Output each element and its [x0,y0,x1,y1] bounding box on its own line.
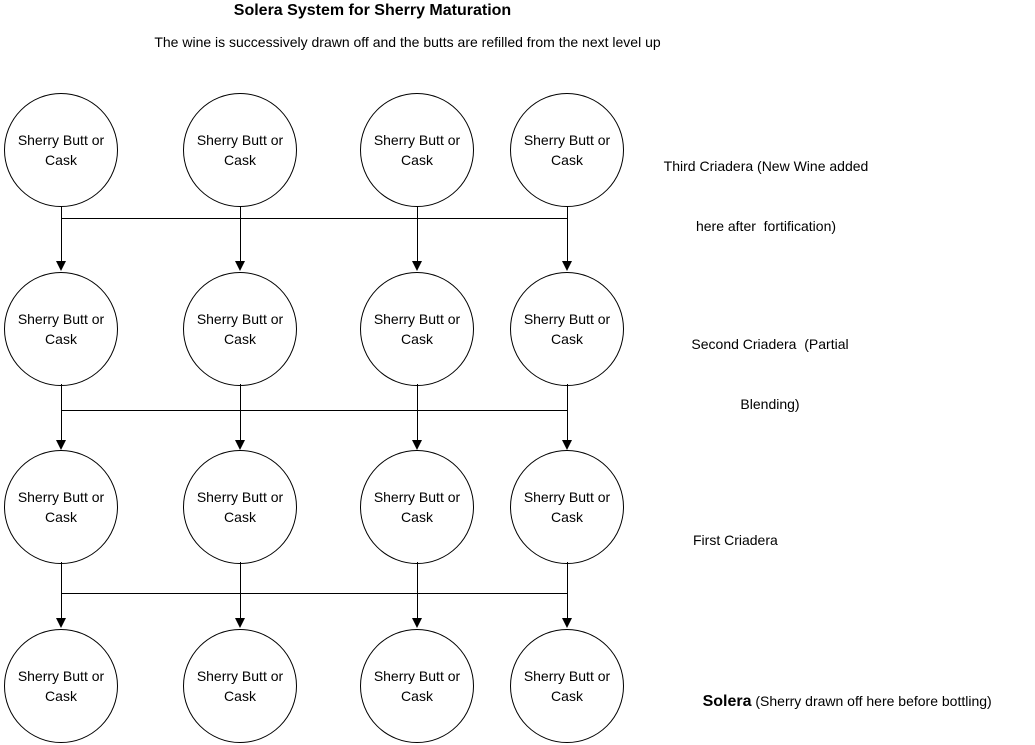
sherry-butt-node: Sherry Butt or Cask [4,272,118,386]
node-label-line2: Cask [45,331,77,347]
node-label-line1: Sherry Butt or [196,132,284,148]
node-label-line2: Cask [224,152,256,168]
label-line: here after fortification) [695,218,837,234]
diagram-title: Solera System for Sherry Maturation [233,2,512,19]
down-arrowhead-icon [412,618,422,628]
label-solera-rest: (Sherry drawn off here before bottling) [751,693,992,709]
node-label-line1: Sherry Butt or [196,311,284,327]
down-arrowhead-icon [56,261,66,271]
node-label-line1: Sherry Butt or [373,668,461,684]
down-arrowhead-icon [412,440,422,450]
node-label-line2: Cask [224,688,256,704]
node-label-line1: Sherry Butt or [17,668,105,684]
node-label-line1: Sherry Butt or [373,132,461,148]
node-label-line2: Cask [224,331,256,347]
sherry-butt-node: Sherry Butt or Cask [4,629,118,743]
sherry-butt-node: Sherry Butt or Cask [183,93,297,207]
node-label-line1: Sherry Butt or [17,132,105,148]
node-label-line2: Cask [401,152,433,168]
node-label-line2: Cask [224,509,256,525]
connector-horizontal-line [61,218,568,219]
sherry-butt-node: Sherry Butt or Cask [183,629,297,743]
node-label-line1: Sherry Butt or [373,489,461,505]
sherry-butt-node: Sherry Butt or Cask [183,450,297,564]
label-solera-bold: Solera [702,693,752,710]
down-arrowhead-icon [562,440,572,450]
node-label-line1: Sherry Butt or [523,668,611,684]
diagram-subtitle: The wine is successively drawn off and t… [154,34,661,50]
down-arrowhead-icon [56,440,66,450]
node-label-line2: Cask [45,509,77,525]
label-line: First Criadera [693,532,778,548]
down-arrowhead-icon [412,261,422,271]
label-second-criadera: Second Criadera (Partial Blending) [652,294,888,454]
label-solera: Solera (Sherry drawn off here before bot… [687,671,992,732]
connector-horizontal-line [61,593,568,594]
sherry-butt-node: Sherry Butt or Cask [510,93,624,207]
connector-vertical-line [240,206,241,262]
connector-vertical-line [61,206,62,262]
sherry-butt-node: Sherry Butt or Cask [360,272,474,386]
sherry-butt-node: Sherry Butt or Cask [360,93,474,207]
sherry-butt-node: Sherry Butt or Cask [183,272,297,386]
connector-vertical-line [240,562,241,619]
label-third-criadera: Third Criadera (New Wine added here afte… [648,116,884,276]
node-label-line2: Cask [551,688,583,704]
node-label-line2: Cask [401,331,433,347]
sherry-butt-node: Sherry Butt or Cask [510,450,624,564]
node-label-line1: Sherry Butt or [196,668,284,684]
down-arrowhead-icon [235,618,245,628]
sherry-butt-node: Sherry Butt or Cask [4,93,118,207]
down-arrowhead-icon [56,618,66,628]
node-label-line1: Sherry Butt or [17,311,105,327]
down-arrowhead-icon [562,261,572,271]
node-label-line1: Sherry Butt or [373,311,461,327]
label-line: Third Criadera (New Wine added [663,158,869,174]
connector-vertical-line [567,206,568,262]
node-label-line1: Sherry Butt or [17,489,105,505]
node-label-line2: Cask [551,509,583,525]
node-label-line2: Cask [551,331,583,347]
connector-vertical-line [567,562,568,619]
node-label-line1: Sherry Butt or [523,132,611,148]
node-label-line1: Sherry Butt or [196,489,284,505]
node-label-line2: Cask [551,152,583,168]
sherry-butt-node: Sherry Butt or Cask [510,629,624,743]
label-line: Blending) [740,396,800,412]
connector-vertical-line [240,384,241,441]
sherry-butt-node: Sherry Butt or Cask [4,450,118,564]
label-first-criadera: First Criadera [693,490,778,590]
connector-vertical-line [417,384,418,441]
node-label-line2: Cask [401,509,433,525]
connector-horizontal-line [61,410,568,411]
node-label-line2: Cask [45,688,77,704]
node-label-line1: Sherry Butt or [523,489,611,505]
down-arrowhead-icon [562,618,572,628]
node-label-line2: Cask [401,688,433,704]
connector-vertical-line [417,206,418,262]
down-arrowhead-icon [235,440,245,450]
connector-vertical-line [567,384,568,441]
connector-vertical-line [61,562,62,619]
node-label-line2: Cask [45,152,77,168]
connector-vertical-line [61,384,62,441]
down-arrowhead-icon [235,261,245,271]
sherry-butt-node: Sherry Butt or Cask [510,272,624,386]
label-line: Second Criadera (Partial [691,336,849,352]
sherry-butt-node: Sherry Butt or Cask [360,629,474,743]
connector-vertical-line [417,562,418,619]
sherry-butt-node: Sherry Butt or Cask [360,450,474,564]
node-label-line1: Sherry Butt or [523,311,611,327]
